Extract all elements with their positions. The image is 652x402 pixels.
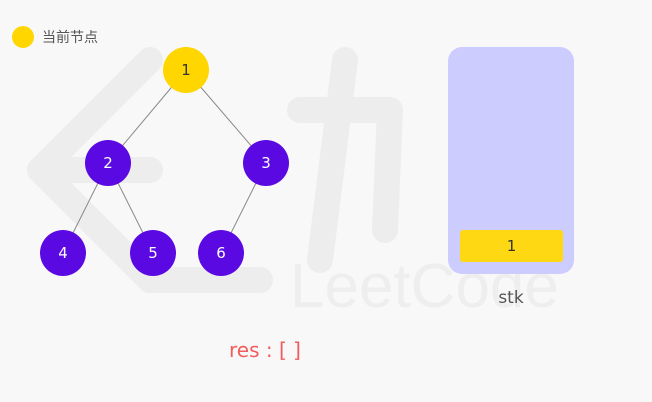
- current-node-swatch: [12, 26, 34, 48]
- tree-node-circle: [243, 140, 289, 186]
- stack-item: 1: [460, 230, 563, 262]
- tree-node-1: 1: [163, 47, 209, 93]
- legend: 当前节点: [12, 26, 98, 48]
- tree-node-label: 1: [181, 61, 191, 79]
- stack-label: stk: [498, 288, 524, 308]
- tree-node-label: 3: [261, 154, 271, 172]
- tree-node-circle: [163, 47, 209, 93]
- tree-node-label: 6: [216, 244, 226, 262]
- tree-node-label: 4: [58, 244, 68, 262]
- tree-node-circle: [85, 140, 131, 186]
- tree-node-circle: [40, 230, 86, 276]
- tree-node-6: 6: [198, 230, 244, 276]
- tree-node-circle: [130, 230, 176, 276]
- tree-node-4: 4: [40, 230, 86, 276]
- tree-node-2: 2: [85, 140, 131, 186]
- tree-node-3: 3: [243, 140, 289, 186]
- stack-container: 1: [448, 47, 574, 274]
- tree-node-circle: [198, 230, 244, 276]
- tree-node-label: 2: [103, 154, 113, 172]
- result-text: res : [ ]: [229, 338, 301, 362]
- tree-node-label: 5: [148, 244, 158, 262]
- legend-label: 当前节点: [42, 30, 98, 46]
- tree-node-5: 5: [130, 230, 176, 276]
